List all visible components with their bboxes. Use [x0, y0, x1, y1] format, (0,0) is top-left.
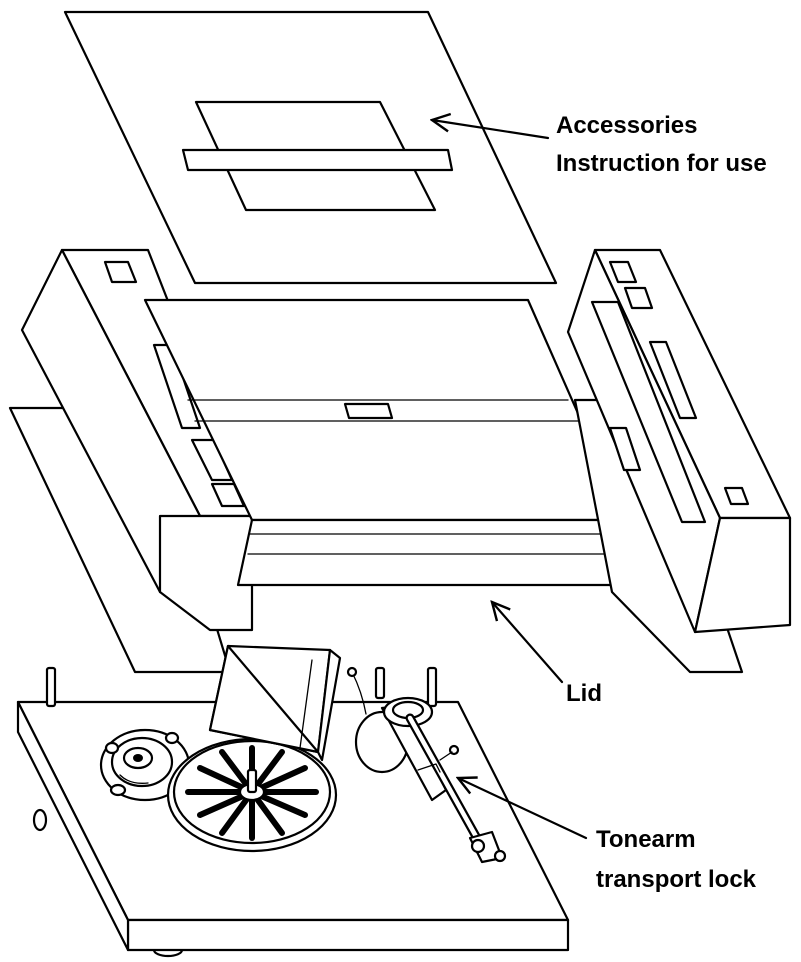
label-transport-lock: transport lock — [596, 866, 757, 893]
platter — [166, 737, 338, 853]
tonearm-assembly — [346, 666, 507, 864]
transport-lock-clip — [417, 763, 441, 773]
arrow-transport-lock — [458, 778, 588, 840]
accessories-sheet — [63, 10, 558, 285]
turntable — [16, 644, 570, 958]
peg — [45, 666, 57, 708]
lid-box — [143, 298, 627, 587]
lid-front-face — [236, 518, 627, 587]
peg — [374, 666, 386, 700]
arrow-lid — [492, 602, 564, 684]
label-tonearm: Tonearm — [596, 826, 696, 853]
motor-unit — [99, 728, 191, 802]
peg — [426, 666, 438, 708]
right-foam-cavity — [590, 300, 707, 524]
label-lid: Lid — [566, 680, 602, 707]
record-sleeve — [208, 644, 342, 762]
label-instruction: Instruction for use — [556, 150, 767, 177]
plinth-side — [16, 700, 130, 952]
label-accessories: Accessories — [556, 112, 698, 139]
accessory-strip — [181, 148, 454, 172]
plinth-front — [126, 918, 570, 952]
right-foam-endcap — [566, 248, 792, 674]
arrow-accessories — [432, 120, 550, 140]
lid-label-tab — [343, 402, 394, 420]
foot — [32, 808, 48, 832]
